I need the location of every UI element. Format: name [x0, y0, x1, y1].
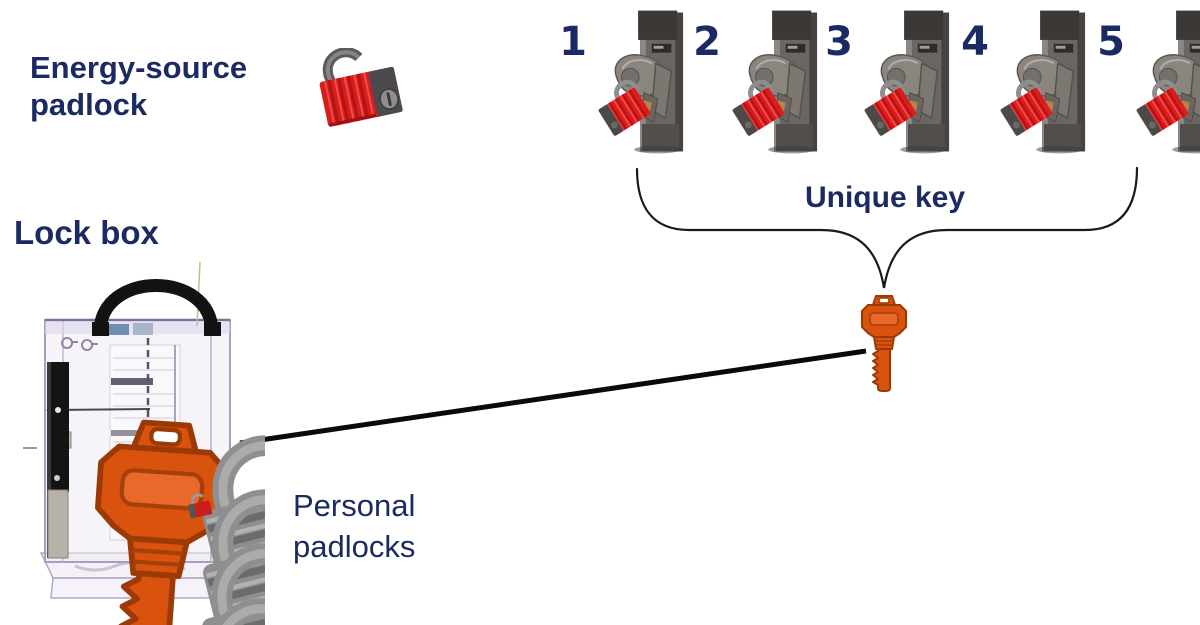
switch-number: 1	[559, 19, 587, 65]
switch-unit-5: 5	[1094, 8, 1200, 156]
switch-number: 3	[825, 19, 853, 65]
disconnect-switch-with-red-padlock-icon	[999, 8, 1089, 156]
disconnect-switch-with-red-padlock-icon	[1135, 8, 1200, 156]
switch-unit-3: 3	[822, 8, 953, 156]
small-red-padlock-icon	[188, 493, 213, 519]
disconnect-switch-with-red-padlock-icon	[731, 8, 821, 156]
switch-unit-2: 2	[690, 8, 821, 156]
switch-unit-4: 4	[958, 8, 1089, 156]
curly-brace	[635, 166, 1139, 289]
lock-box-label: Lock box	[14, 214, 159, 251]
switch-number: 5	[1097, 19, 1125, 65]
disconnect-switch-with-red-padlock-icon	[863, 8, 953, 156]
switch-unit-1: 1	[556, 8, 687, 156]
switch-number: 4	[961, 19, 989, 65]
red-padlock-icon	[310, 48, 410, 136]
transparent-lock-box-icon	[23, 261, 265, 625]
switch-number: 2	[693, 19, 721, 65]
connector-line	[239, 348, 867, 446]
unique-key-label: Unique key	[804, 181, 966, 214]
energy-source-padlock-label: Energy-source padlock	[30, 50, 248, 122]
personal-padlocks-label: Personal padlocks	[293, 488, 416, 564]
disconnect-switch-with-red-padlock-icon	[597, 8, 687, 156]
